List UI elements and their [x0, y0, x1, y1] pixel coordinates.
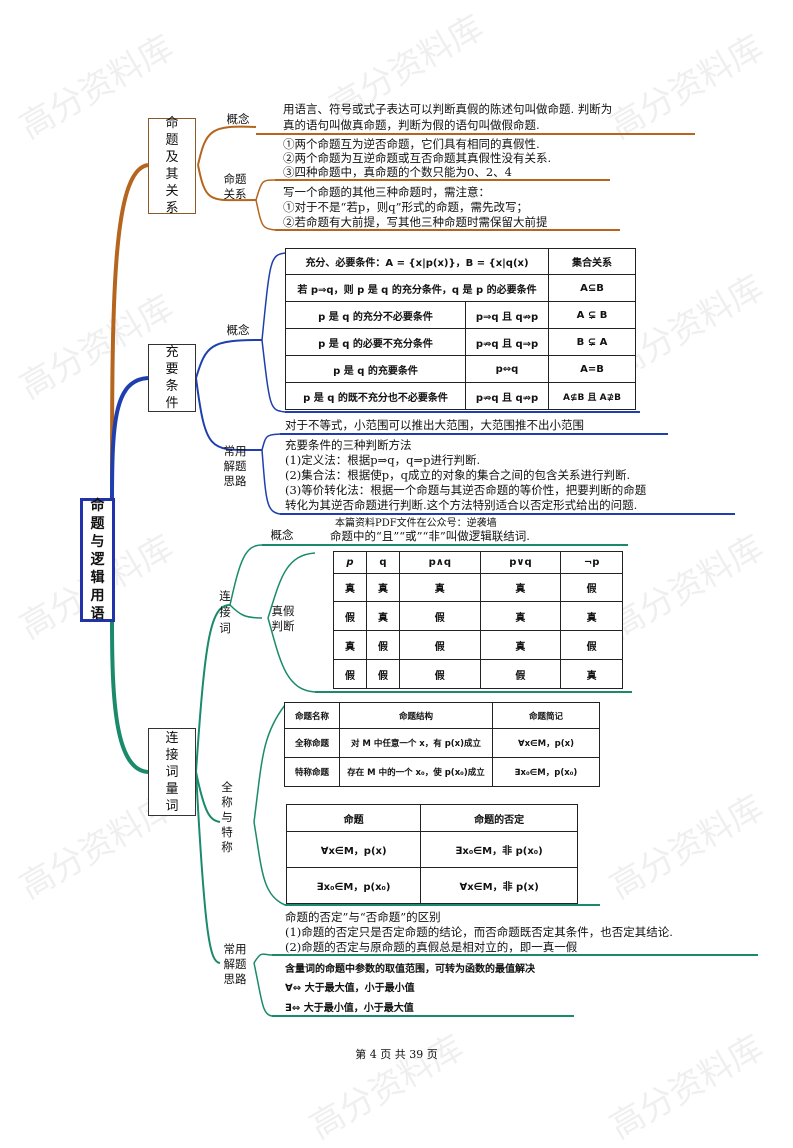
- table-cell: 真: [333, 630, 367, 661]
- table-cell: p⇒q 且 q⇏p: [465, 301, 549, 329]
- table-cell: p 是 q 的既不充分也不必要条件: [285, 382, 466, 410]
- judge-text: (2)集合法：根据使p，q成立的对象的集合之间的包含关系进行判断.: [285, 468, 631, 482]
- negation-text: 命题的否定”与“否命题”的区别: [285, 910, 441, 924]
- branch-propositions: 命题及其关系: [148, 116, 196, 216]
- judge-text: (1)定义法：根据p⇒q，q⇒p进行判断.: [285, 453, 481, 467]
- branch-sufficient-necessary: 充要条件: [148, 344, 196, 412]
- root-node: 命题与逻辑用语: [80, 498, 115, 622]
- table-cell: q: [366, 551, 400, 574]
- table-cell: 真: [560, 659, 623, 689]
- table-cell: 真: [333, 572, 367, 603]
- judge-text: (3)等价转化法：根据一个命题与其逆否命题的等价性，把要判断的命题: [285, 483, 647, 497]
- quantifier-table: 命题名称命题结构命题简记 全称命题对 M 中任意一个 x，有 p(x)成立∀x∈…: [284, 702, 600, 787]
- negation-table: 命题命题的否定 ∀x∈M，p(x)∃x₀∈M，非 p(x₀) ∃x₀∈M，p(x…: [285, 804, 578, 904]
- table-cell: p∧q: [399, 551, 481, 574]
- table-cell: p: [333, 551, 367, 574]
- table-cell: p⇏q 且 q⇒p: [465, 328, 549, 356]
- table-cell: 充分、必要条件：A = {x|p(x)}，B = {x|q(x): [285, 248, 549, 275]
- relation-text: ①两个命题互为逆否命题，它们具有相同的真假性.: [283, 137, 540, 151]
- table-cell: 特称命题: [284, 757, 340, 787]
- label-quantifier: 全称与特称: [221, 780, 233, 854]
- label-relation: 命题关系: [223, 172, 247, 201]
- table-cell: 假: [399, 659, 481, 689]
- concept-text: 命题中的“且”“或”“非”叫做逻辑联结词.: [330, 529, 530, 543]
- label-solution: 常用解题思路: [223, 942, 247, 986]
- table-cell: 假: [399, 630, 481, 661]
- label-concept: 概念: [270, 528, 294, 542]
- label-truth: 真假判断: [271, 604, 295, 633]
- table-cell: 假: [366, 630, 400, 661]
- table-cell: p 是 q 的必要不充分条件: [285, 328, 466, 356]
- table-cell: 集合关系: [548, 248, 636, 275]
- table-cell: 假: [399, 601, 481, 632]
- judge-text: 转化为其逆否命题进行判断.这个方法特别适合以否定形式给出的问题.: [285, 498, 638, 512]
- relation-text: ③四种命题中，真命题的个数只能为0、2、4: [283, 165, 512, 179]
- table-cell: 命题简记: [492, 702, 600, 729]
- inequality-note: 对于不等式，小范围可以推出大范围，大范围推不出小范围: [285, 418, 584, 432]
- table-cell: 真: [560, 601, 623, 632]
- table-cell: ∃x₀∈M，非 p(x₀): [420, 831, 578, 868]
- table-cell: p 是 q 的充要条件: [285, 355, 466, 383]
- table-cell: 命题: [285, 804, 422, 832]
- table-cell: ∀x∈M，p(x): [285, 831, 422, 868]
- table-cell: A⊈B 且 A⊉B: [548, 382, 636, 410]
- table-cell: 假: [366, 659, 400, 689]
- table-cell: ∃x₀∈M，p(x₀): [285, 867, 422, 904]
- table-cell: B ⊊ A: [548, 328, 636, 356]
- table-cell: A=B: [548, 355, 636, 383]
- table-cell: 真: [366, 601, 400, 632]
- judge-text: 充要条件的三种判断方法: [285, 438, 412, 452]
- table-cell: 假: [560, 572, 623, 603]
- label-concept: 概念: [226, 112, 250, 126]
- table-cell: p⇏q 且 q⇏p: [465, 382, 549, 410]
- table-cell: A ⊊ B: [548, 301, 636, 329]
- table-cell: 真: [399, 572, 481, 603]
- label-connective: 连接词: [219, 589, 231, 635]
- quantifier-text: ∀⇔ 大于最大值，小于最小值: [285, 983, 415, 994]
- root-label: 命题与逻辑用语: [90, 498, 105, 622]
- table-cell: ∀x∈M，p(x): [492, 728, 600, 758]
- table-cell: p 是 q 的充分不必要条件: [285, 301, 466, 329]
- relation-text: ②若命题有大前提，写其他三种命题时需保留大前提: [283, 215, 548, 229]
- table-cell: 真: [479, 601, 562, 632]
- table-cell: 假: [560, 630, 623, 661]
- negation-text: (2)命题的否定与原命题的真假总是相对立的，即一真一假: [285, 940, 578, 954]
- table-cell: ∃x₀∈M，p(x₀): [492, 757, 600, 787]
- table-cell: 真: [479, 572, 562, 603]
- quantifier-text: ∃⇔ 大于最小值，小于最大值: [285, 1003, 414, 1014]
- table-cell: 对 M 中任意一个 x，有 p(x)成立: [339, 728, 493, 758]
- table-cell: ∀x∈M，非 p(x): [420, 867, 578, 904]
- table-cell: 全称命题: [284, 728, 340, 758]
- table-cell: 命题的否定: [420, 804, 578, 832]
- table-cell: 命题结构: [339, 702, 493, 729]
- page-footer: 第 4 页 共 39 页: [355, 1048, 438, 1061]
- source-notice: 本篇资料PDF文件在公众号：逆袭墙: [335, 518, 497, 529]
- label-concept: 概念: [226, 323, 250, 337]
- relation-text: 写一个命题的其他三种命题时，需注意：: [283, 185, 490, 199]
- negation-text: (1)命题的否定只是否定命题的结论，而否命题既否定其条件，也否定其结论.: [285, 925, 673, 939]
- branch-connective-quantifier: 连接词量词: [148, 728, 196, 816]
- relation-text: ②两个命题为互逆命题或互否命题其真假性没有关系.: [283, 151, 552, 165]
- relation-text: ①对于不是“若p，则q”形式的命题，需先改写；: [283, 200, 528, 214]
- concept-text: 用语言、符号或式子表达可以判断真假的陈述句叫做命题. 判断为: [283, 102, 613, 116]
- table-cell: p∨q: [479, 551, 562, 574]
- table-cell: 假: [479, 659, 562, 689]
- quantifier-text: 含量词的命题中参数的取值范围，可转为函数的最值解决: [285, 964, 535, 975]
- table-cell: ¬p: [560, 551, 623, 574]
- table-cell: A⊆B: [548, 274, 636, 302]
- table-cell: 假: [333, 659, 367, 689]
- table-cell: 真: [366, 572, 400, 603]
- table-cell: 假: [333, 601, 367, 632]
- table-cell: 真: [479, 630, 562, 661]
- table-cell: 若 p⇒q，则 p 是 q 的充分条件，q 是 p 的必要条件: [285, 274, 549, 302]
- sufficient-condition-table: 充分、必要条件：A = {x|p(x)}，B = {x|q(x)集合关系 若 p…: [285, 248, 636, 410]
- mindmap-connectors: [110, 125, 758, 1017]
- label-solution: 常用解题思路: [223, 444, 247, 488]
- concept-text: 真的语句叫做真命题，判断为假的语句叫做假命题.: [283, 118, 540, 132]
- table-cell: p⇔q: [465, 355, 549, 383]
- table-cell: 存在 M 中的一个 x₀，使 p(x₀)成立: [339, 757, 493, 787]
- table-cell: 命题名称: [284, 702, 340, 729]
